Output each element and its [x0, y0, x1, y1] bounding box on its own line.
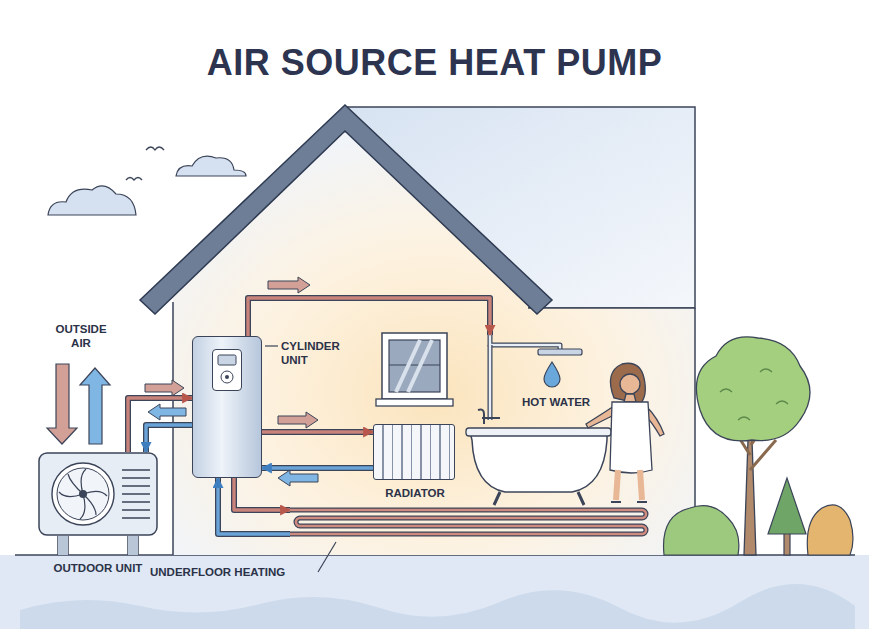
underfloor-coil [290, 506, 650, 538]
free-label: OUTSIDE AIR [46, 322, 116, 351]
control-panel-symbol [213, 350, 241, 390]
flow-arrow-blue [278, 470, 318, 486]
pipe-outline [262, 465, 373, 471]
leader-line [265, 345, 278, 346]
cloud [48, 156, 246, 215]
pipe-core [234, 478, 290, 510]
hot-pipe [234, 478, 290, 510]
hot-pipe [128, 398, 192, 452]
node-label: OUTDOOR UNIT [48, 561, 148, 575]
hot-pipe [262, 432, 373, 433]
pipe-core [262, 466, 373, 469]
ground [0, 555, 869, 629]
pipe-outline [262, 429, 373, 435]
pipe-outline [218, 478, 290, 534]
radiator: RADIATOR [373, 424, 455, 480]
leader-line [318, 542, 336, 572]
hot-water-outlet: HOT WATER [470, 335, 612, 505]
pine-tree [768, 478, 806, 555]
node-label: UNDERFLOOR HEATING [150, 565, 285, 579]
outside-air-out-arrow [80, 368, 110, 444]
pipe-outline [146, 425, 192, 452]
return-pipe [146, 425, 192, 452]
ground-wave [20, 584, 855, 629]
pipe-core [218, 478, 290, 534]
return-pipe [262, 468, 373, 469]
underfloor-heating: UNDERFLOOR HEATING [290, 506, 650, 538]
node-label: HOT WATER [522, 395, 590, 409]
bathtub [466, 428, 611, 505]
node-label: RADIATOR [360, 486, 470, 500]
node-label: CYLINDER UNIT [281, 339, 355, 368]
outdoor-unit-legs [58, 536, 138, 555]
pipe-outline [248, 298, 490, 336]
tree [696, 337, 810, 555]
flow-arrow-red [278, 412, 318, 428]
roof [140, 105, 552, 314]
window [376, 333, 453, 406]
outdoor-unit-leg [58, 536, 68, 555]
diagram-title: AIR SOURCE HEAT PUMP [0, 42, 869, 84]
bush [664, 505, 853, 555]
shower [478, 335, 582, 424]
outdoor-unit-symbol [38, 452, 158, 536]
pipe-core [262, 430, 373, 433]
flow-arrow-blue [148, 404, 186, 420]
pipe-core [248, 298, 490, 336]
person [586, 363, 664, 502]
pipe-outline [128, 398, 192, 452]
cylinder-unit: CYLINDER UNIT [192, 336, 262, 478]
control-panel [212, 349, 242, 391]
water-drop [544, 362, 560, 387]
pipe-core [128, 398, 192, 452]
pipe-outline [234, 478, 290, 510]
flow-arrow-red [268, 277, 310, 293]
hot-pipe [248, 298, 490, 336]
flow-arrow-red [145, 380, 184, 396]
return-pipe [218, 478, 290, 534]
outdoor-unit-leg [128, 536, 138, 555]
outdoor-unit: OUTDOOR UNIT [38, 452, 158, 536]
outside-air-in-arrow [47, 364, 77, 444]
pipe-core [146, 425, 192, 452]
house-walls [173, 302, 695, 555]
birds [126, 147, 164, 180]
